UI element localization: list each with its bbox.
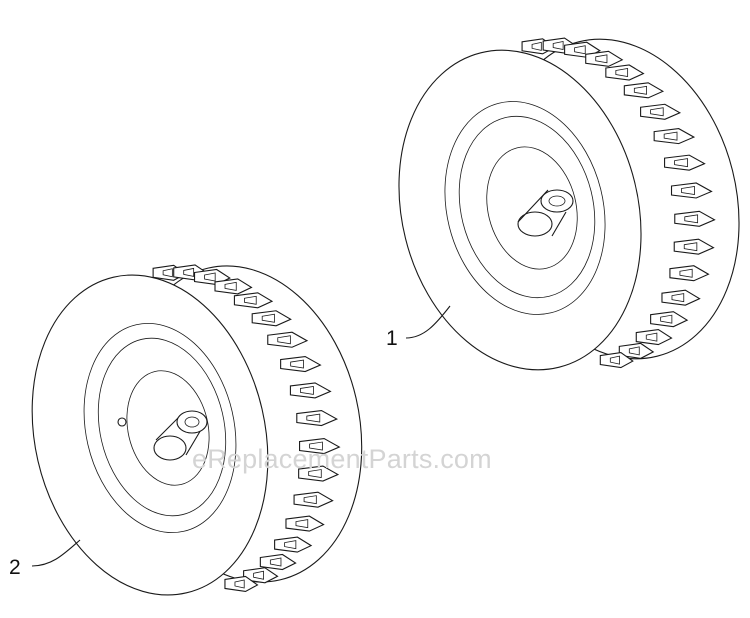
hub-left — [153, 410, 208, 461]
rim-inner-left — [97, 337, 227, 517]
tread-lug-groove — [531, 41, 542, 51]
rim-outer-right — [444, 101, 606, 315]
tread-lug-groove — [552, 41, 564, 51]
tread-lug-groove — [253, 570, 264, 580]
tread-lug-groove — [277, 335, 291, 345]
tread-lug — [650, 311, 689, 328]
tread-lug-groove — [269, 557, 282, 567]
tread-lug-groove — [628, 346, 640, 356]
callout-number-1: 1 — [386, 327, 398, 350]
tread-lug — [670, 182, 713, 199]
wheel-left — [31, 264, 363, 596]
tread-lug — [224, 575, 259, 593]
tread-lug-groove — [609, 355, 620, 365]
tread-lug-groove — [615, 68, 629, 77]
callout-number-2: 2 — [9, 556, 21, 579]
tread-lug-groove — [300, 385, 314, 395]
tread-lug-groove — [645, 332, 658, 342]
tread-lug-groove — [306, 413, 321, 423]
tread-lug — [599, 352, 634, 369]
tread-lug — [605, 64, 645, 81]
tread-lug — [259, 553, 297, 571]
tread-lug — [635, 329, 673, 346]
tread-lug-groove — [234, 579, 245, 589]
tread-lug-groove — [284, 540, 297, 550]
tread-lug-groove — [308, 469, 322, 479]
tread-lug — [623, 82, 665, 99]
leader-line-2 — [31, 539, 81, 567]
tread-lug — [289, 382, 332, 399]
tread-lug — [233, 292, 274, 309]
wheel-right — [398, 37, 740, 371]
tread-lug — [298, 465, 340, 482]
tread-lug-groove — [683, 242, 698, 252]
tread-lug-groove — [674, 158, 688, 168]
rim-outer-left — [83, 322, 237, 534]
callout-2: 2 — [9, 539, 81, 579]
tread-lug-groove — [244, 295, 257, 305]
tread-lug — [274, 536, 313, 553]
tread-lug-groove — [650, 107, 664, 117]
watermark: eReplacementParts.com — [192, 444, 492, 474]
tread-lug — [664, 154, 706, 171]
tread-lug-groove — [303, 495, 317, 505]
tread-lug-groove — [660, 314, 673, 324]
hub-right — [517, 189, 574, 237]
tread-lug — [674, 210, 716, 227]
tread-lug — [285, 515, 325, 532]
valve-stem-left — [117, 417, 127, 427]
tread-lug-groove — [671, 293, 685, 303]
rim-inner-right — [458, 115, 596, 299]
tread-lug — [585, 50, 624, 67]
tread-lug — [653, 128, 696, 145]
callout-1: 1 — [386, 305, 451, 350]
tread-lug-groove — [162, 268, 173, 278]
tread-lug — [251, 310, 292, 327]
tread-lug-groove — [261, 313, 275, 323]
tread-lug — [296, 409, 339, 427]
rim-dish-right — [486, 146, 578, 270]
sidewall-right — [398, 49, 642, 371]
tread-lug — [280, 355, 322, 373]
tread-lug-groove — [224, 281, 237, 291]
tread-lug — [640, 103, 682, 120]
tread-lug — [214, 278, 253, 295]
sidewall-left — [31, 274, 269, 596]
leader-line-1 — [405, 305, 451, 339]
tread-lug-groove — [204, 272, 216, 282]
tread-lug-groove — [684, 214, 699, 224]
tread-lug — [669, 265, 710, 282]
tread-lug — [661, 289, 701, 306]
tread-lug — [293, 491, 334, 508]
tread-lug-groove — [183, 267, 195, 277]
tread-lug-groove — [574, 45, 586, 55]
tread-lug-groove — [663, 131, 678, 141]
tread-lug-groove — [681, 186, 695, 195]
tread-lug-groove — [309, 441, 323, 451]
tread-lug-groove — [595, 54, 608, 64]
tread-lug — [673, 238, 715, 255]
tread-lug-groove — [633, 85, 647, 95]
tread-lug-groove — [295, 519, 309, 529]
tread-lug-groove — [290, 359, 304, 369]
tread-lug — [267, 331, 309, 348]
tread-lug-groove — [679, 268, 693, 278]
tread-lug — [299, 437, 341, 455]
